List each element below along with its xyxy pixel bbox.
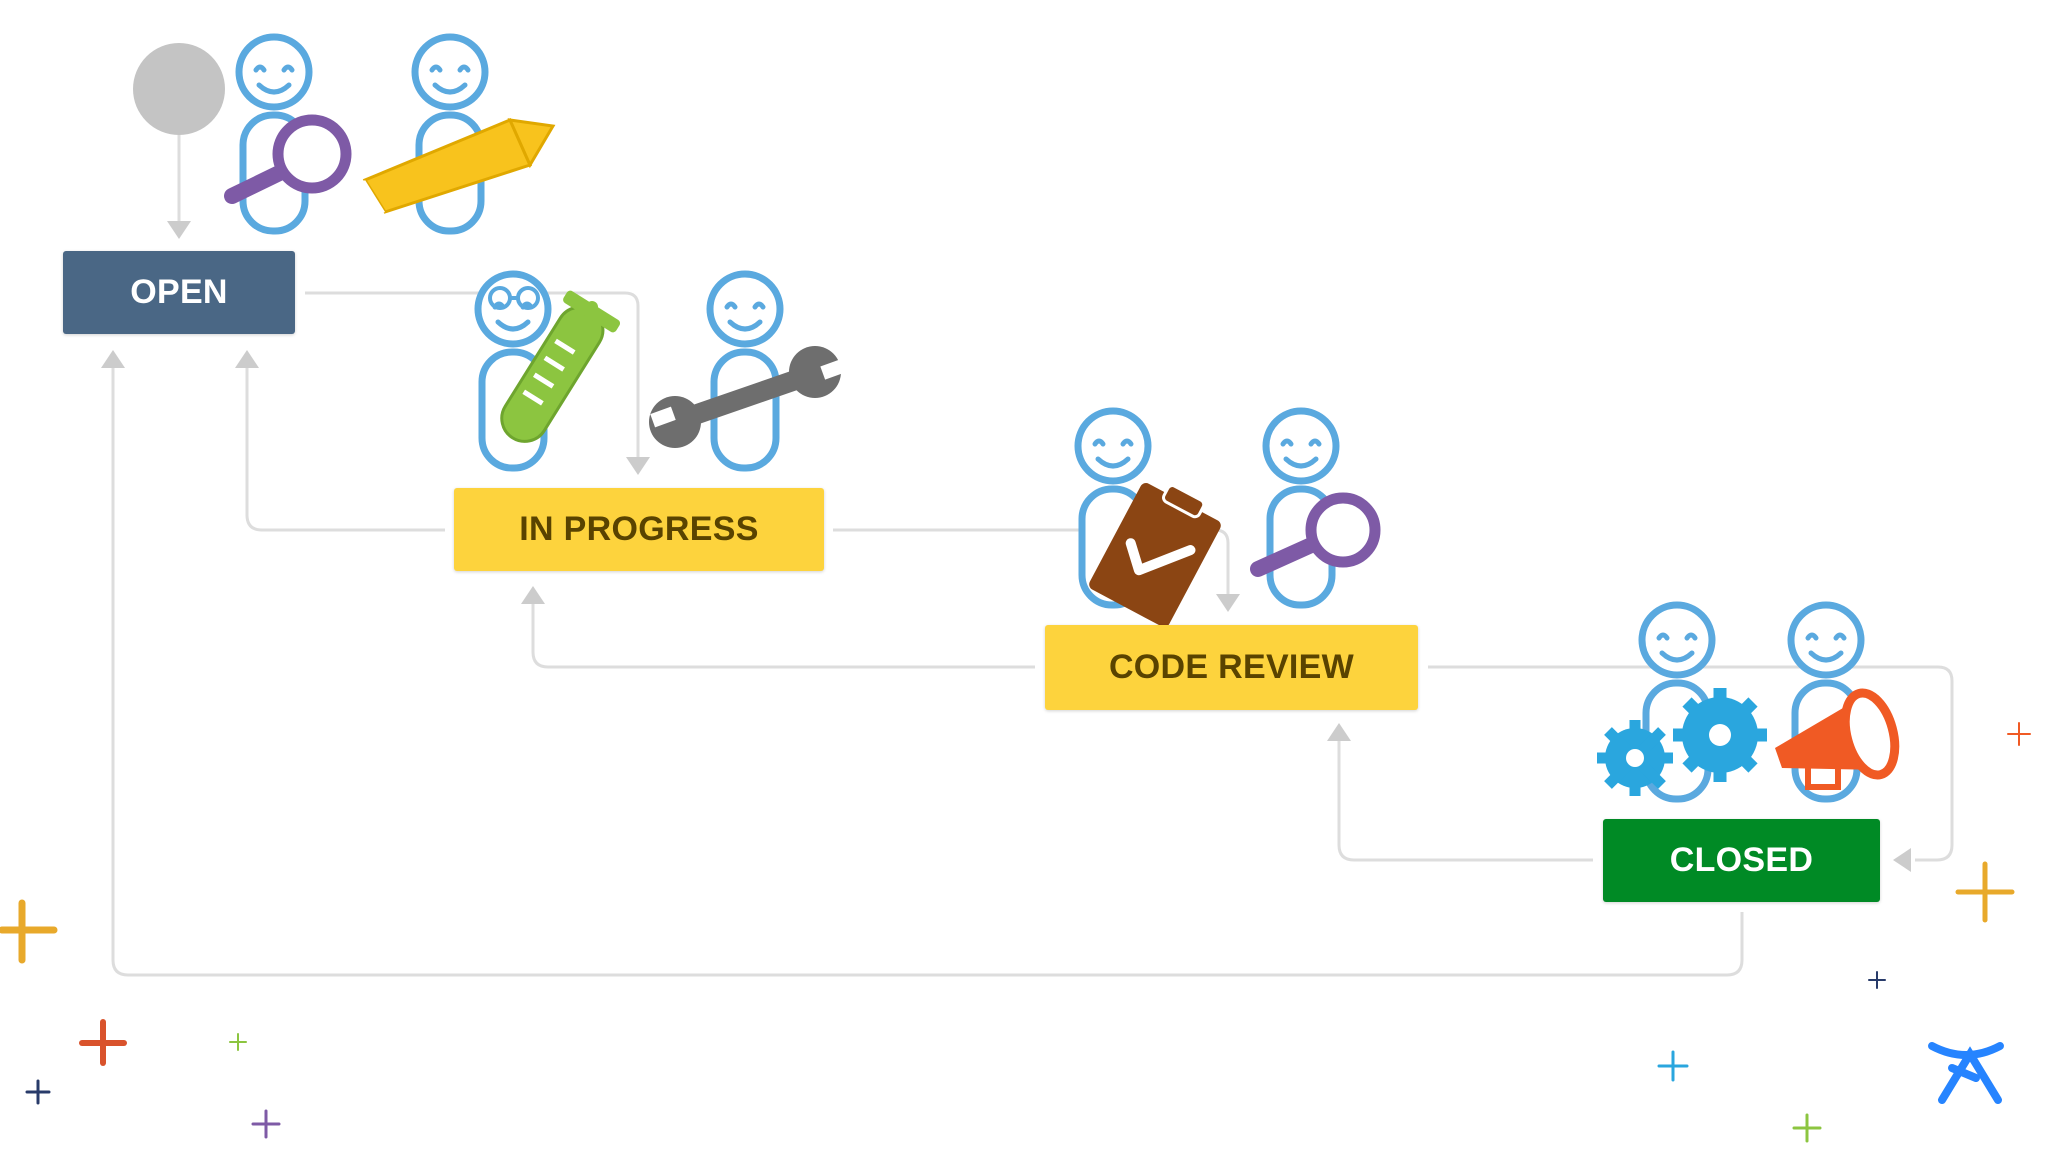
plus-icon [2007, 722, 2031, 746]
plus-icon [1792, 1113, 1822, 1143]
status-closed[interactable]: CLOSED [1603, 819, 1880, 902]
connector-code-review-to-closed [1428, 665, 1954, 862]
arrowhead [1327, 723, 1351, 741]
status-in-progress-label: IN PROGRESS [519, 510, 759, 548]
clipboard-check-icon [1089, 483, 1221, 627]
status-code-review[interactable]: CODE REVIEW [1045, 625, 1418, 710]
gears-icon [1597, 688, 1767, 796]
arrowhead [1893, 848, 1911, 872]
status-code-review-label: CODE REVIEW [1108, 648, 1355, 686]
arrowhead [101, 350, 125, 368]
connector-code-review-to-in-progress [531, 598, 1035, 669]
arrowhead [1216, 594, 1240, 612]
flask-bubbles [586, 301, 612, 340]
status-closed-label: CLOSED [1669, 841, 1814, 879]
connector-arrowheads [101, 221, 1911, 872]
start-node-icon [133, 43, 225, 135]
magnifier-icon [224, 114, 352, 204]
plus-icon [25, 1079, 51, 1105]
plus-icon [1868, 971, 1886, 989]
person-figure [710, 274, 780, 468]
status-in-progress[interactable]: IN PROGRESS [454, 488, 824, 571]
arrowhead [167, 221, 191, 239]
wrench-icon [649, 346, 848, 448]
plus-icon [251, 1109, 281, 1139]
connector-closed-to-code-review [1337, 735, 1593, 862]
arrowhead [521, 586, 545, 604]
connector-closed-to-open [111, 362, 1744, 977]
magnifier-icon [1250, 492, 1381, 577]
arrowhead [235, 350, 259, 368]
pencil-icon [360, 118, 556, 215]
plus-icon [229, 1033, 247, 1051]
status-open-label: OPEN [130, 273, 228, 311]
glasses-icon [488, 286, 540, 310]
plus-icon [79, 1019, 127, 1066]
plus-icon [0, 899, 58, 964]
connector-open-to-in-progress [305, 291, 640, 462]
decorative-plus-signs [0, 722, 2031, 1143]
plus-icon [1955, 861, 2015, 923]
status-open[interactable]: OPEN [63, 251, 295, 334]
plus-icon [1657, 1050, 1689, 1082]
arrowhead [626, 457, 650, 475]
atlassian-logo-icon [1928, 1042, 2004, 1104]
connector-in-progress-to-open [245, 362, 445, 532]
megaphone-icon [1775, 688, 1900, 790]
